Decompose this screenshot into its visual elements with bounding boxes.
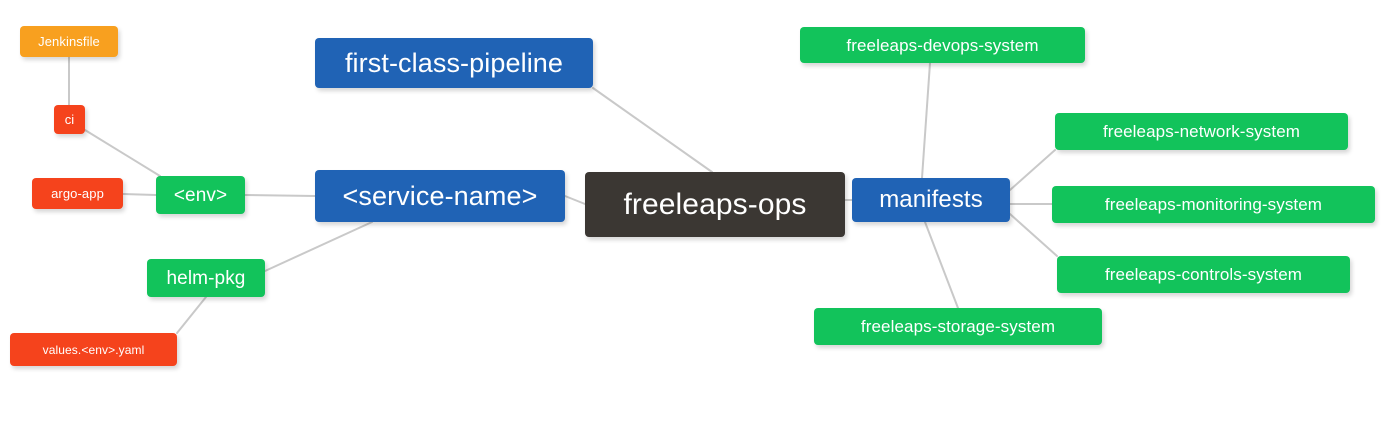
node-label-root: freeleaps-ops <box>623 187 807 221</box>
node-label-network: freeleaps-network-system <box>1102 122 1301 141</box>
edge-service-helm <box>264 221 373 272</box>
edge-env-ci <box>84 129 161 177</box>
edge-helm-values <box>176 296 207 334</box>
node-label-manifests: manifests <box>879 186 983 213</box>
node-label-helm: helm-pkg <box>166 267 246 289</box>
node-devops[interactable]: freeleaps-devops-system <box>800 27 1085 63</box>
node-pipeline[interactable]: first-class-pipeline <box>315 38 593 88</box>
edge-manifests-network <box>1009 149 1056 191</box>
node-ci[interactable]: ci <box>54 105 85 134</box>
node-label-pipeline: first-class-pipeline <box>344 47 564 78</box>
node-label-storage: freeleaps-storage-system <box>860 317 1056 336</box>
node-label-service: <service-name> <box>342 180 538 211</box>
edge-service-env <box>244 194 316 197</box>
edge-manifests-devops <box>921 62 931 179</box>
node-storage[interactable]: freeleaps-storage-system <box>814 308 1102 345</box>
node-manifests[interactable]: manifests <box>852 178 1010 222</box>
node-label-jenkinsfile: Jenkinsfile <box>38 34 100 49</box>
node-label-argo: argo-app <box>51 186 104 201</box>
edge-manifests-controls <box>1009 213 1058 257</box>
edge-env-argo <box>122 193 157 196</box>
node-values[interactable]: values.<env>.yaml <box>10 333 177 366</box>
node-label-ci: ci <box>64 112 75 127</box>
node-argo[interactable]: argo-app <box>32 178 123 209</box>
node-label-devops: freeleaps-devops-system <box>846 35 1039 55</box>
node-label-controls: freeleaps-controls-system <box>1104 265 1303 284</box>
node-label-values: values.<env>.yaml <box>42 342 145 357</box>
node-jenkinsfile[interactable]: Jenkinsfile <box>20 26 118 57</box>
edge-manifests-storage <box>924 221 959 309</box>
node-env[interactable]: <env> <box>156 176 245 214</box>
node-helm[interactable]: helm-pkg <box>147 259 265 297</box>
node-root[interactable]: freeleaps-ops <box>585 172 845 237</box>
node-service[interactable]: <service-name> <box>315 170 565 222</box>
node-label-monitoring: freeleaps-monitoring-system <box>1104 195 1323 214</box>
node-label-env: <env> <box>173 184 228 206</box>
node-network[interactable]: freeleaps-network-system <box>1055 113 1348 150</box>
node-controls[interactable]: freeleaps-controls-system <box>1057 256 1350 293</box>
node-monitoring[interactable]: freeleaps-monitoring-system <box>1052 186 1375 223</box>
edge-root-service <box>564 195 586 205</box>
edge-root-pipeline <box>592 87 713 173</box>
